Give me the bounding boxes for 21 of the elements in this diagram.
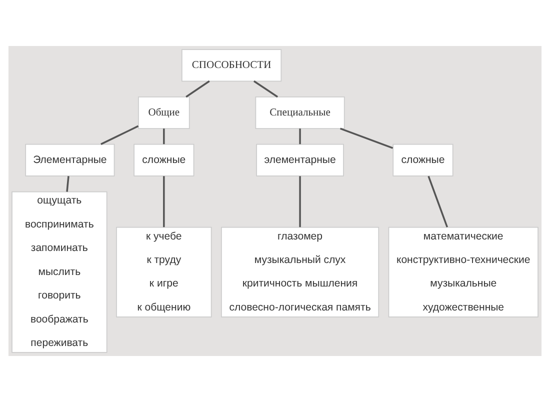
node-box: глазомер музыкальный слух критичность мышления словесно-логическая память — [221, 226, 380, 317]
node-box: к учебе к труду к игре к общению — [116, 226, 212, 317]
connector — [186, 80, 210, 98]
connector — [299, 128, 301, 144]
node-box: сложные — [134, 143, 194, 176]
connector — [66, 176, 70, 192]
connector — [299, 176, 301, 227]
connector — [340, 127, 394, 148]
node-box: сложные — [392, 143, 454, 176]
node-box: Общие — [138, 96, 190, 128]
connector — [163, 176, 165, 227]
node-box: Элементарные — [25, 143, 115, 176]
connector — [253, 80, 278, 98]
connector — [100, 124, 139, 145]
connector — [428, 175, 448, 227]
node-box: математические конструктивно-технические музыкальные художественные — [388, 226, 538, 317]
node-box: ощущать воспринимать запоминать мыслить говорить воображать переживать — [12, 190, 108, 352]
connector — [163, 128, 165, 144]
node-box: Специальные — [255, 96, 345, 128]
node-box: элементарные — [256, 143, 344, 176]
node-box: СПОСОБНОСТИ — [181, 48, 282, 82]
